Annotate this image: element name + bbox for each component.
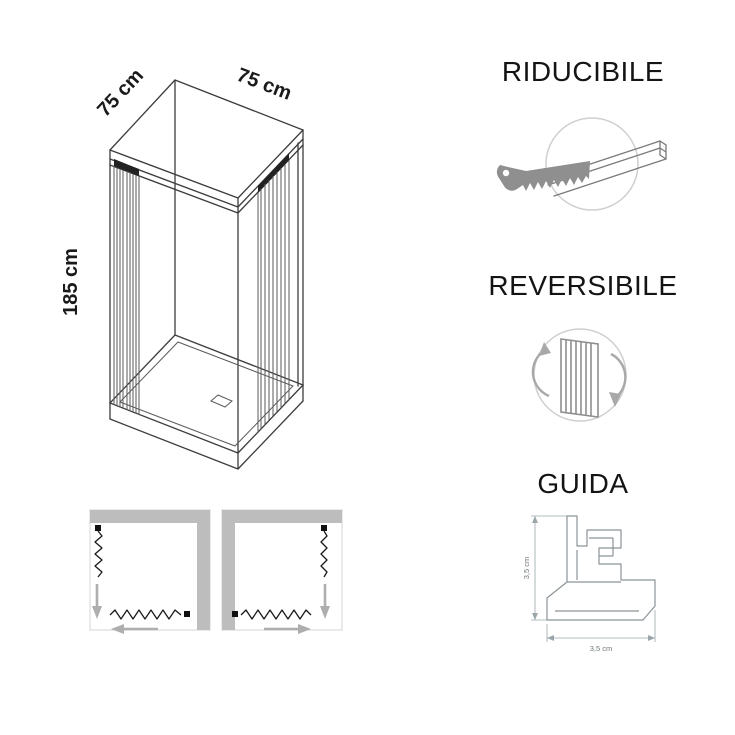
folding-door-vertical — [94, 530, 103, 578]
reverse-arrows — [531, 342, 627, 407]
dim-depth-label: 75 cm — [93, 65, 148, 121]
icon-circle — [533, 328, 627, 422]
feature-guida-label: GUIDA — [537, 468, 629, 499]
feature-riducibile-label: RIDUCIBILE — [501, 56, 665, 87]
wall-band-left — [222, 510, 235, 630]
saw-handle-hole — [502, 169, 510, 177]
guida-dim-horizontal-label: 3,5 cm — [590, 644, 613, 653]
feature-reversibile-label: REVERSIBILE — [488, 270, 678, 301]
riducibile-icon — [496, 117, 667, 211]
folding-door-vertical — [320, 530, 328, 578]
dimension-vertical: 3,5 cm — [522, 515, 567, 621]
pivot-marker — [184, 611, 190, 617]
wall-band-top — [90, 510, 210, 523]
pivot-marker — [95, 525, 101, 531]
dim-width-label: 75 cm — [234, 64, 295, 105]
drain — [210, 394, 233, 408]
folding-door-horizontal — [109, 609, 182, 620]
shower-isometric-drawing: 75 cm 75 cm 185 cm — [60, 64, 304, 470]
wall-band-top — [222, 510, 342, 523]
top-view-diagrams — [89, 509, 343, 634]
guide-profile-cross-section — [546, 515, 656, 621]
folding-panel — [560, 338, 599, 418]
pleated-door-right — [257, 153, 290, 433]
guida-profile-drawing: 3,5 cm 3,5 cm — [522, 515, 656, 653]
top-view-right — [221, 509, 343, 634]
shower-frame — [109, 79, 304, 454]
icon-circle — [545, 117, 639, 211]
pivot-marker — [232, 611, 238, 617]
dim-height-label: 185 cm — [60, 248, 82, 316]
wall-band-right — [197, 510, 210, 630]
pleated-door-left — [113, 159, 140, 415]
folding-door-horizontal — [240, 609, 312, 620]
reversibile-icon — [531, 328, 627, 422]
guida-dim-vertical-label: 3,5 cm — [522, 557, 531, 580]
top-view-left — [89, 509, 211, 634]
pivot-marker — [321, 525, 327, 531]
dimension-horizontal: 3,5 cm — [546, 610, 656, 653]
saw-icon — [496, 161, 590, 191]
